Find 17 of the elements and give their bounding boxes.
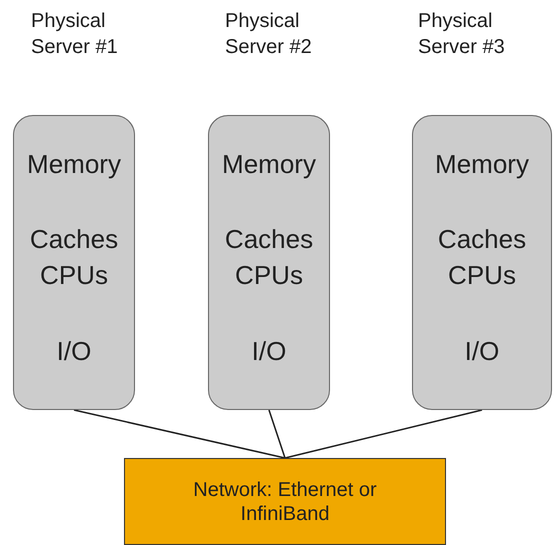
component-label: Caches CPUs [224,223,314,292]
network-label: Network: Ethernet or InfiniBand [192,478,378,526]
connector-line [74,409,286,459]
io-label: I/O [252,335,286,368]
connector-line [268,410,286,458]
component-label: Caches CPUs [29,223,119,292]
server-heading: Physical Server #3 [418,9,506,60]
memory-label: Memory [222,148,316,181]
io-label: I/O [56,335,92,368]
server-heading: Physical Server #2 [225,9,313,60]
network-box [124,458,446,545]
io-label: I/O [464,335,500,368]
component-label: Caches CPUs [437,223,527,292]
connector-line [284,409,482,459]
memory-label: Memory [27,148,121,181]
memory-label: Memory [435,148,529,181]
server-heading: Physical Server #1 [31,9,119,60]
